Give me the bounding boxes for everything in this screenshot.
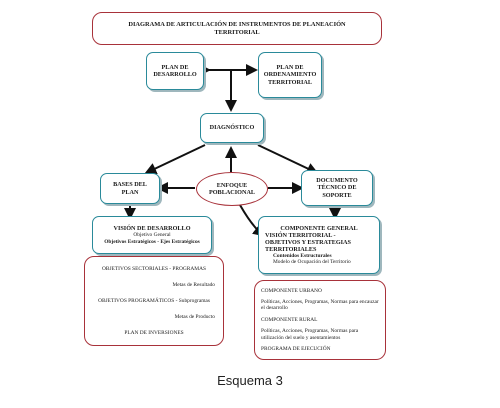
sectoriales-meta1: Metas de Resultado: [172, 281, 215, 288]
vision-heading: VISIÓN DE DESARROLLO: [113, 225, 191, 233]
sectoriales-box: OBJETIVOS SECTORIALES - PROGRAMAS Metas …: [84, 256, 224, 346]
urbano-heading: COMPONENTE URBANO: [261, 287, 322, 294]
plan-desarrollo-box: PLAN DE DESARROLLO: [146, 52, 204, 90]
diagnostico-box: DIAGNÓSTICO: [200, 113, 264, 143]
arrow-to-documento: [257, 144, 319, 174]
componente-line4: Modelo de Ocupación del Territorio: [273, 259, 351, 266]
vision-line1: Objetivo General: [133, 232, 171, 239]
componente-heading: COMPONENTE GENERAL: [280, 224, 358, 232]
enfoque-ellipse: ENFOQUE POBLACIONAL: [196, 172, 268, 206]
documento-box: DOCUMENTO TÉCNICO DE SOPORTE: [301, 170, 373, 206]
diagram-title: DIAGRAMA DE ARTICULACIÓN DE INSTRUMENTOS…: [128, 21, 346, 36]
plan-desarrollo-label: PLAN DE DESARROLLO: [153, 63, 197, 78]
enfoque-label: ENFOQUE POBLACIONAL: [208, 181, 256, 196]
vision-box: VISIÓN DE DESARROLLO Objetivo General Ob…: [92, 216, 212, 254]
plan-ordenamiento-label: PLAN DE ORDENAMIENTO TERRITORIAL: [263, 64, 317, 86]
arrow-to-bases: [144, 144, 206, 174]
componente-line2: OBJETIVOS Y ESTRATEGIAS TERRITORIALES: [265, 238, 351, 253]
componente-box: COMPONENTE GENERAL VISIÓN TERRITORIAL - …: [258, 216, 380, 274]
bases-plan-label: BASES DEL PLAN: [113, 181, 147, 196]
sectoriales-meta2: Metas de Producto: [174, 313, 215, 320]
diagnostico-label: DIAGNÓSTICO: [209, 124, 255, 132]
sectoriales-heading2: OBJETIVOS PROGRAMÁTICOS - Subprogramas: [98, 297, 210, 304]
sectoriales-heading3: PLAN DE INVERSIONES: [124, 329, 184, 336]
componente-line1: VISIÓN TERRITORIAL -: [265, 231, 336, 239]
sectoriales-heading: OBJETIVOS SECTORIALES - PROGRAMAS: [102, 265, 206, 272]
bases-plan-box: BASES DEL PLAN: [100, 173, 160, 204]
componentes-box: COMPONENTE URBANO Políticas, Acciones, P…: [254, 280, 386, 360]
vision-line2: Objetivos Estratégicos - Ejes Estratégic…: [104, 238, 200, 245]
title-box: DIAGRAMA DE ARTICULACIÓN DE INSTRUMENTOS…: [92, 12, 382, 45]
plan-ordenamiento-box: PLAN DE ORDENAMIENTO TERRITORIAL: [258, 52, 322, 98]
documento-label: DOCUMENTO TÉCNICO DE SOPORTE: [316, 177, 358, 199]
urbano-text: Políticas, Acciones, Programas, Normas p…: [261, 299, 379, 312]
componente-line3: Contenidos Estructurales: [273, 253, 332, 260]
ejecucion-label: PROGRAMA DE EJECUCIÓN: [261, 346, 331, 353]
rural-text: Políticas, Acciones, Programas, Normas p…: [261, 328, 359, 341]
figure-caption: Esquema 3: [217, 373, 283, 388]
rural-heading: COMPONENTE RURAL: [261, 316, 318, 323]
